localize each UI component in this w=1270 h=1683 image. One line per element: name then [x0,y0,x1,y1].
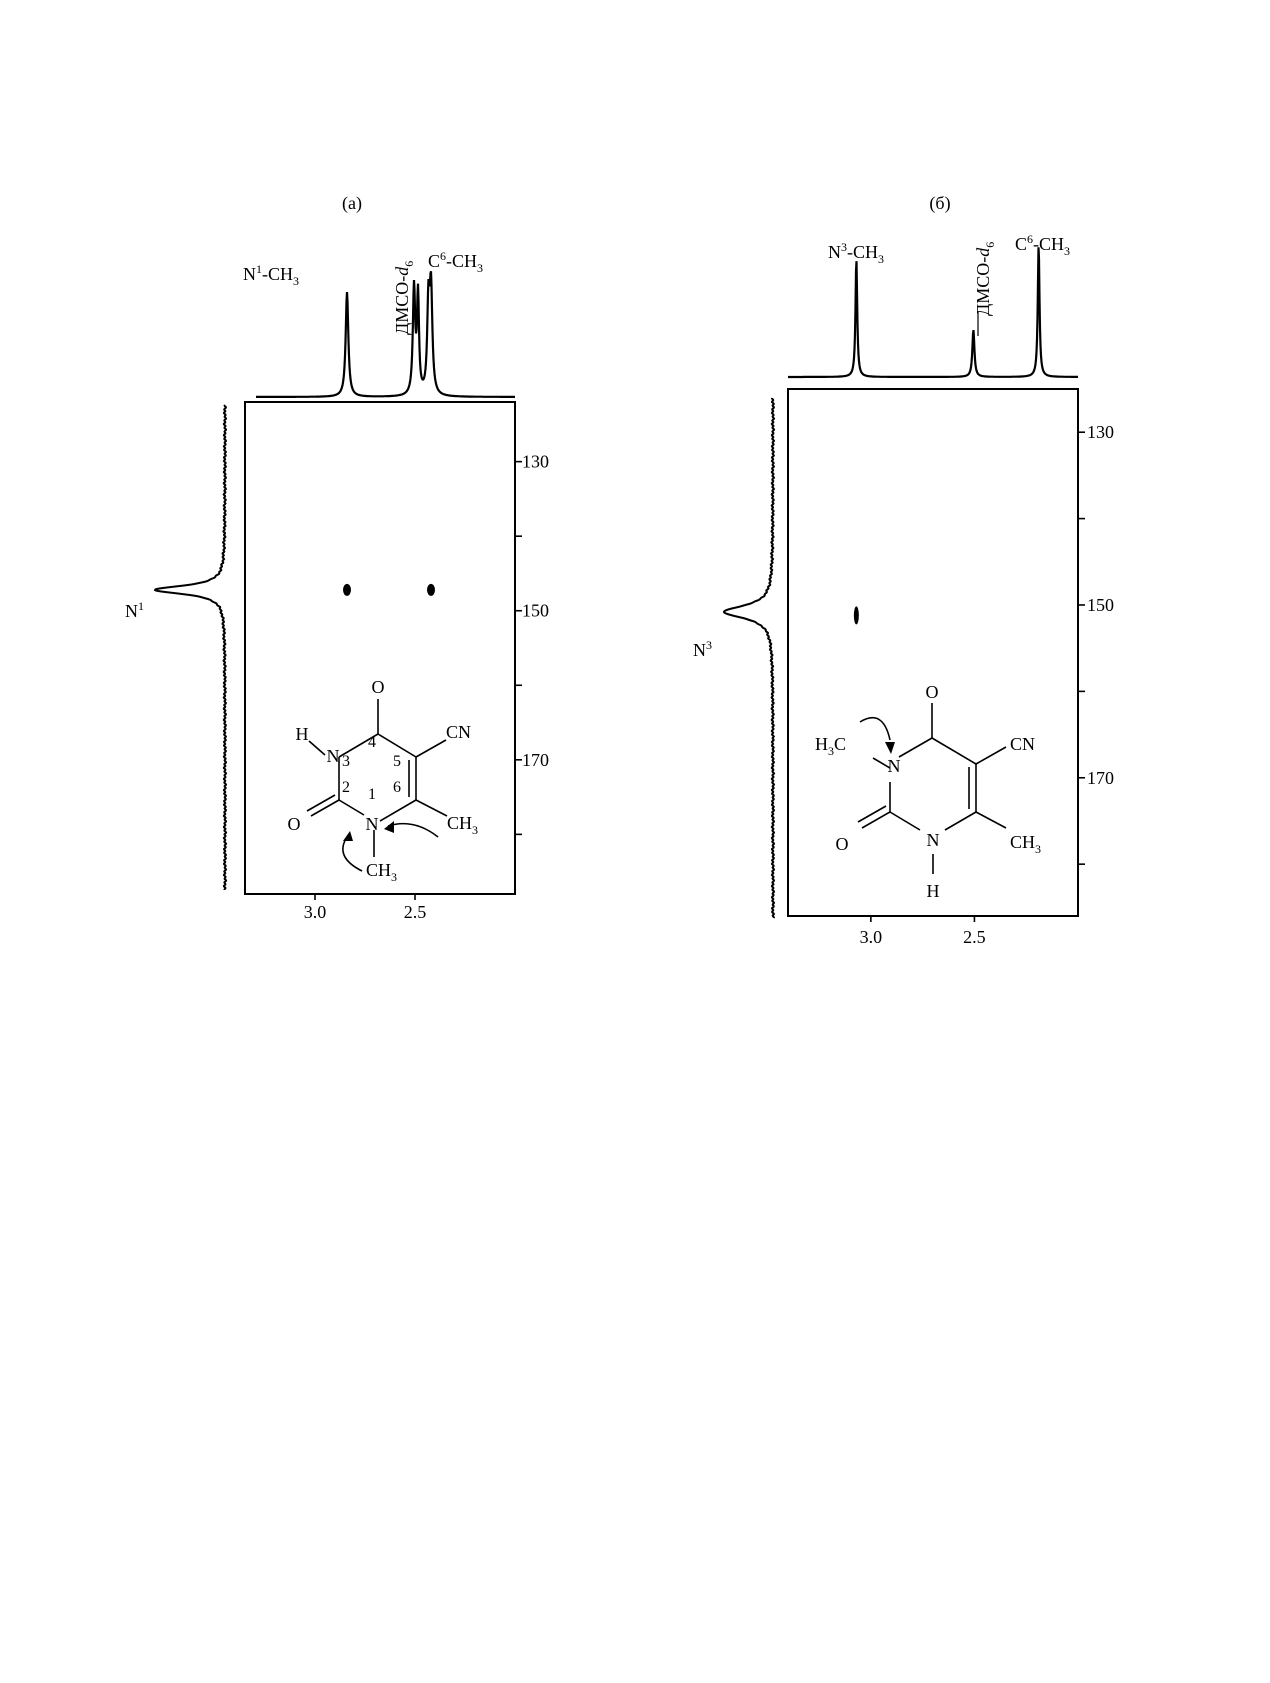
panel-b-molecule-bonds [857,703,1007,874]
panel-b-label: (б) [929,193,950,214]
panel-a-peak-label-n1: N1 [125,599,144,621]
panel-b-x-axis: 3.0 2.5 [860,916,986,947]
panel-a-ring-number-3: 3 [342,753,350,770]
panel-a-cross-peaks [343,583,435,596]
panel-b-peak-label-n3-ch3: N3-CH3 [828,240,884,266]
panel-b-atom-n1: N [927,830,940,850]
x-tick-label: 2.5 [963,927,986,947]
panel-b-atom-o4: O [926,682,939,702]
panel-a-label: (а) [342,193,362,214]
panel-a-molecule-labels: O CN H N O N CH3 CH3 [288,677,479,884]
x-tick-label: 2.5 [404,902,427,922]
panel-a-ring-number-2: 2 [342,779,350,796]
panel-b-atom-ch3: CH3 [1010,832,1041,856]
panel-a-plot-frame [244,401,516,895]
cross-peak [427,583,435,596]
panel-a-x-axis: 3.0 2.5 [304,894,427,922]
panel-b-atom-o2: O [836,834,849,854]
panel-a-atom-o4: O [372,677,385,697]
y-tick-label: 130 [522,452,549,472]
panel-a-atom-n3: N [327,746,340,766]
y-tick-label: 150 [522,601,549,621]
panel-a-atom-ch3-c6: CH3 [447,813,478,837]
panel-b-y-axis: 130 150 170 [1078,422,1114,865]
panel-a-atom-cn: CN [446,722,471,742]
panel-a-arrowhead-1 [343,831,353,841]
panel-b-atom-cn: CN [1010,734,1035,754]
panel-b-left-projection-trace [722,397,776,919]
x-tick-label: 3.0 [860,927,883,947]
panel-a-arrowhead-2 [384,821,394,833]
panel-a-atom-h: H [296,724,309,744]
panel-a: (а) 130 150 170 3.0 2.5 N1-CH3 ДМСО-d6 C6-C… [125,193,549,922]
x-tick-label: 3.0 [304,902,327,922]
panel-a-atom-ch3-n1: CH3 [366,860,397,884]
panel-a-molecule-structure: O CN H N O N CH3 CH3 1 2 3 4 5 6 [288,677,479,884]
panel-b-peak-label-c6-ch3: C6-CH3 [1015,232,1070,258]
panel-b: (б) 130 150 170 3.0 2.5 N3-CH3 ДМСО-d6 C6-C… [693,193,1114,947]
panel-a-atom-n1: N [366,814,379,834]
panel-b-cross-peaks [853,606,859,625]
panel-b-plot-frame [787,388,1079,917]
panel-a-top-projection-trace [256,271,515,398]
panel-a-ring-number-6: 6 [393,779,401,796]
panel-a-ring-number-5: 5 [393,753,401,770]
panel-b-molecule-structure: O CN H3C N O N H CH3 [815,682,1041,901]
panel-a-peak-label-c6-ch3: C6-CH3 [428,249,483,275]
panel-b-atom-h1: H [927,881,940,901]
panel-a-ring-number-4: 4 [368,734,376,751]
panel-a-molecule-bonds [306,699,448,872]
panel-b-molecule-labels: O CN H3C N O N H CH3 [815,682,1041,901]
panel-b-top-projection-trace [788,247,1078,379]
y-tick-label: 170 [1087,768,1114,788]
panel-b-atom-h3c: H3C [815,734,846,758]
y-tick-label: 130 [1087,422,1114,442]
y-tick-label: 170 [522,750,549,770]
panel-a-ring-numbers: 1 2 3 4 5 6 [342,734,401,803]
panel-b-peak-label-dmso: ДМСО-d6 [973,242,997,316]
panel-a-peak-label-n1-ch3: N1-CH3 [243,262,299,288]
y-tick-label: 150 [1087,595,1114,615]
panel-a-y-axis: 130 150 170 [515,452,549,836]
panel-a-peak-label-dmso: ДМСО-d6 [392,261,416,335]
panel-a-ring-number-1: 1 [368,786,376,803]
cross-peak [343,583,351,596]
panel-a-atom-o2: O [288,814,301,834]
panel-b-peak-label-n3: N3 [693,638,712,660]
panel-b-arrowhead [885,742,895,754]
panel-b-atom-n3: N [888,756,901,776]
panel-a-left-projection-trace [153,404,228,891]
cross-peak [853,606,859,625]
